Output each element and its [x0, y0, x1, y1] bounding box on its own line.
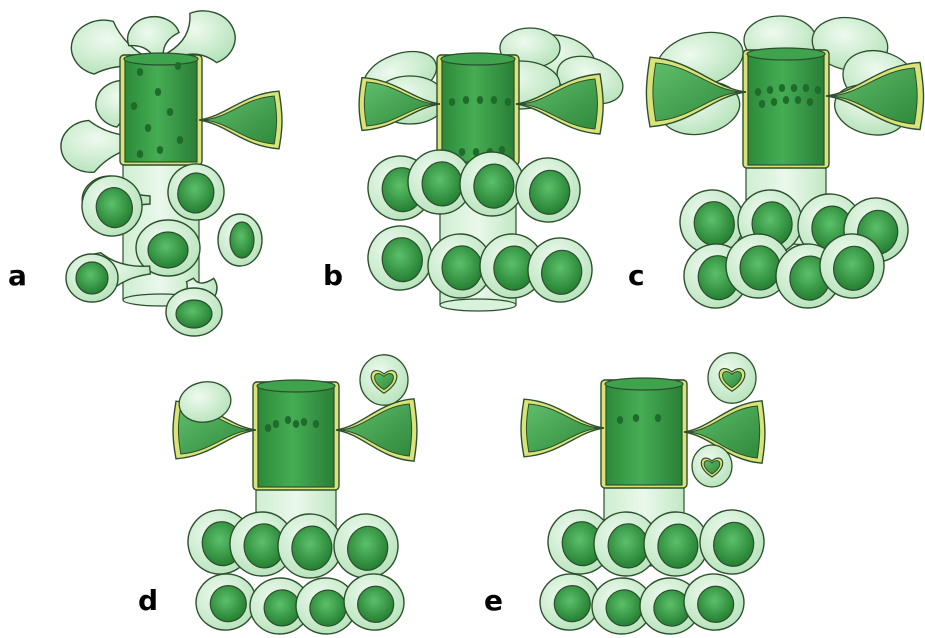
granule-dot: [815, 86, 821, 94]
segment-top: [605, 378, 683, 390]
cell-nucleus: [176, 300, 212, 328]
granule-dot: [285, 416, 291, 424]
support-cell: [511, 153, 584, 226]
myelin-segment: [748, 53, 824, 165]
cell-nucleus: [230, 222, 254, 258]
panel-c: [646, 12, 925, 313]
granule-dot: [293, 420, 299, 428]
panel-label-c: c: [628, 259, 645, 292]
panels-layer: [61, 11, 925, 636]
myelin-segment: [606, 383, 682, 485]
vesicle-pouch: [708, 353, 756, 403]
granule-dot: [463, 96, 469, 104]
granule-dot: [145, 124, 151, 132]
panel-label-b: b: [323, 259, 343, 292]
granule-dot: [655, 414, 661, 422]
panel-e: [521, 353, 769, 636]
granule-dot: [131, 102, 137, 110]
granule-dot: [783, 96, 789, 104]
granule-dot: [155, 88, 161, 96]
segment-top: [747, 48, 825, 60]
support-cell: [66, 254, 118, 302]
granule-dot: [617, 416, 623, 424]
granule-dot: [767, 86, 773, 94]
panel-b: [357, 28, 630, 311]
granule-dot: [807, 98, 813, 106]
segment-top: [124, 53, 198, 65]
granule-dot: [771, 98, 777, 106]
granule-dot: [273, 420, 279, 428]
granule-dot: [755, 88, 761, 96]
granule-dot: [477, 96, 483, 104]
support-cell: [695, 505, 768, 578]
support-cell: [218, 214, 262, 266]
granule-dot: [265, 424, 271, 432]
granule-dot: [301, 418, 307, 426]
panel-label-d: d: [138, 584, 158, 617]
granule-dot: [449, 98, 455, 106]
support-cell: [340, 570, 408, 635]
support-cell: [166, 288, 222, 336]
granule-dot: [491, 96, 497, 104]
granule-dot: [633, 414, 639, 422]
granule-dot: [759, 100, 765, 108]
myelin-segment: [258, 385, 334, 487]
panel-label-e: e: [484, 584, 503, 617]
cell-nucleus: [76, 262, 108, 294]
segment-top: [257, 380, 335, 392]
support-cell: [363, 221, 436, 294]
granule-dot: [175, 62, 181, 70]
granule-dot: [779, 84, 785, 92]
panel-label-a: a: [8, 259, 27, 292]
panel-a: [61, 11, 282, 336]
granule-dot: [167, 108, 173, 116]
segment-top: [441, 53, 515, 65]
granule-dot: [795, 96, 801, 104]
granule-dot: [157, 146, 163, 154]
granule-dot: [803, 84, 809, 92]
granule-dot: [791, 84, 797, 92]
support-cell: [329, 509, 402, 582]
vesicle-pouch: [692, 445, 732, 487]
panel-d: [173, 355, 417, 636]
granule-dot: [505, 98, 511, 106]
granule-dot: [459, 148, 465, 156]
granule-dot: [137, 150, 143, 158]
vesicle-pouch: [360, 355, 408, 405]
granule-dot: [177, 136, 183, 144]
cell-nucleus: [148, 232, 188, 268]
granule-dot: [137, 68, 143, 76]
axon-end: [440, 299, 516, 311]
granule-dot: [313, 420, 319, 428]
